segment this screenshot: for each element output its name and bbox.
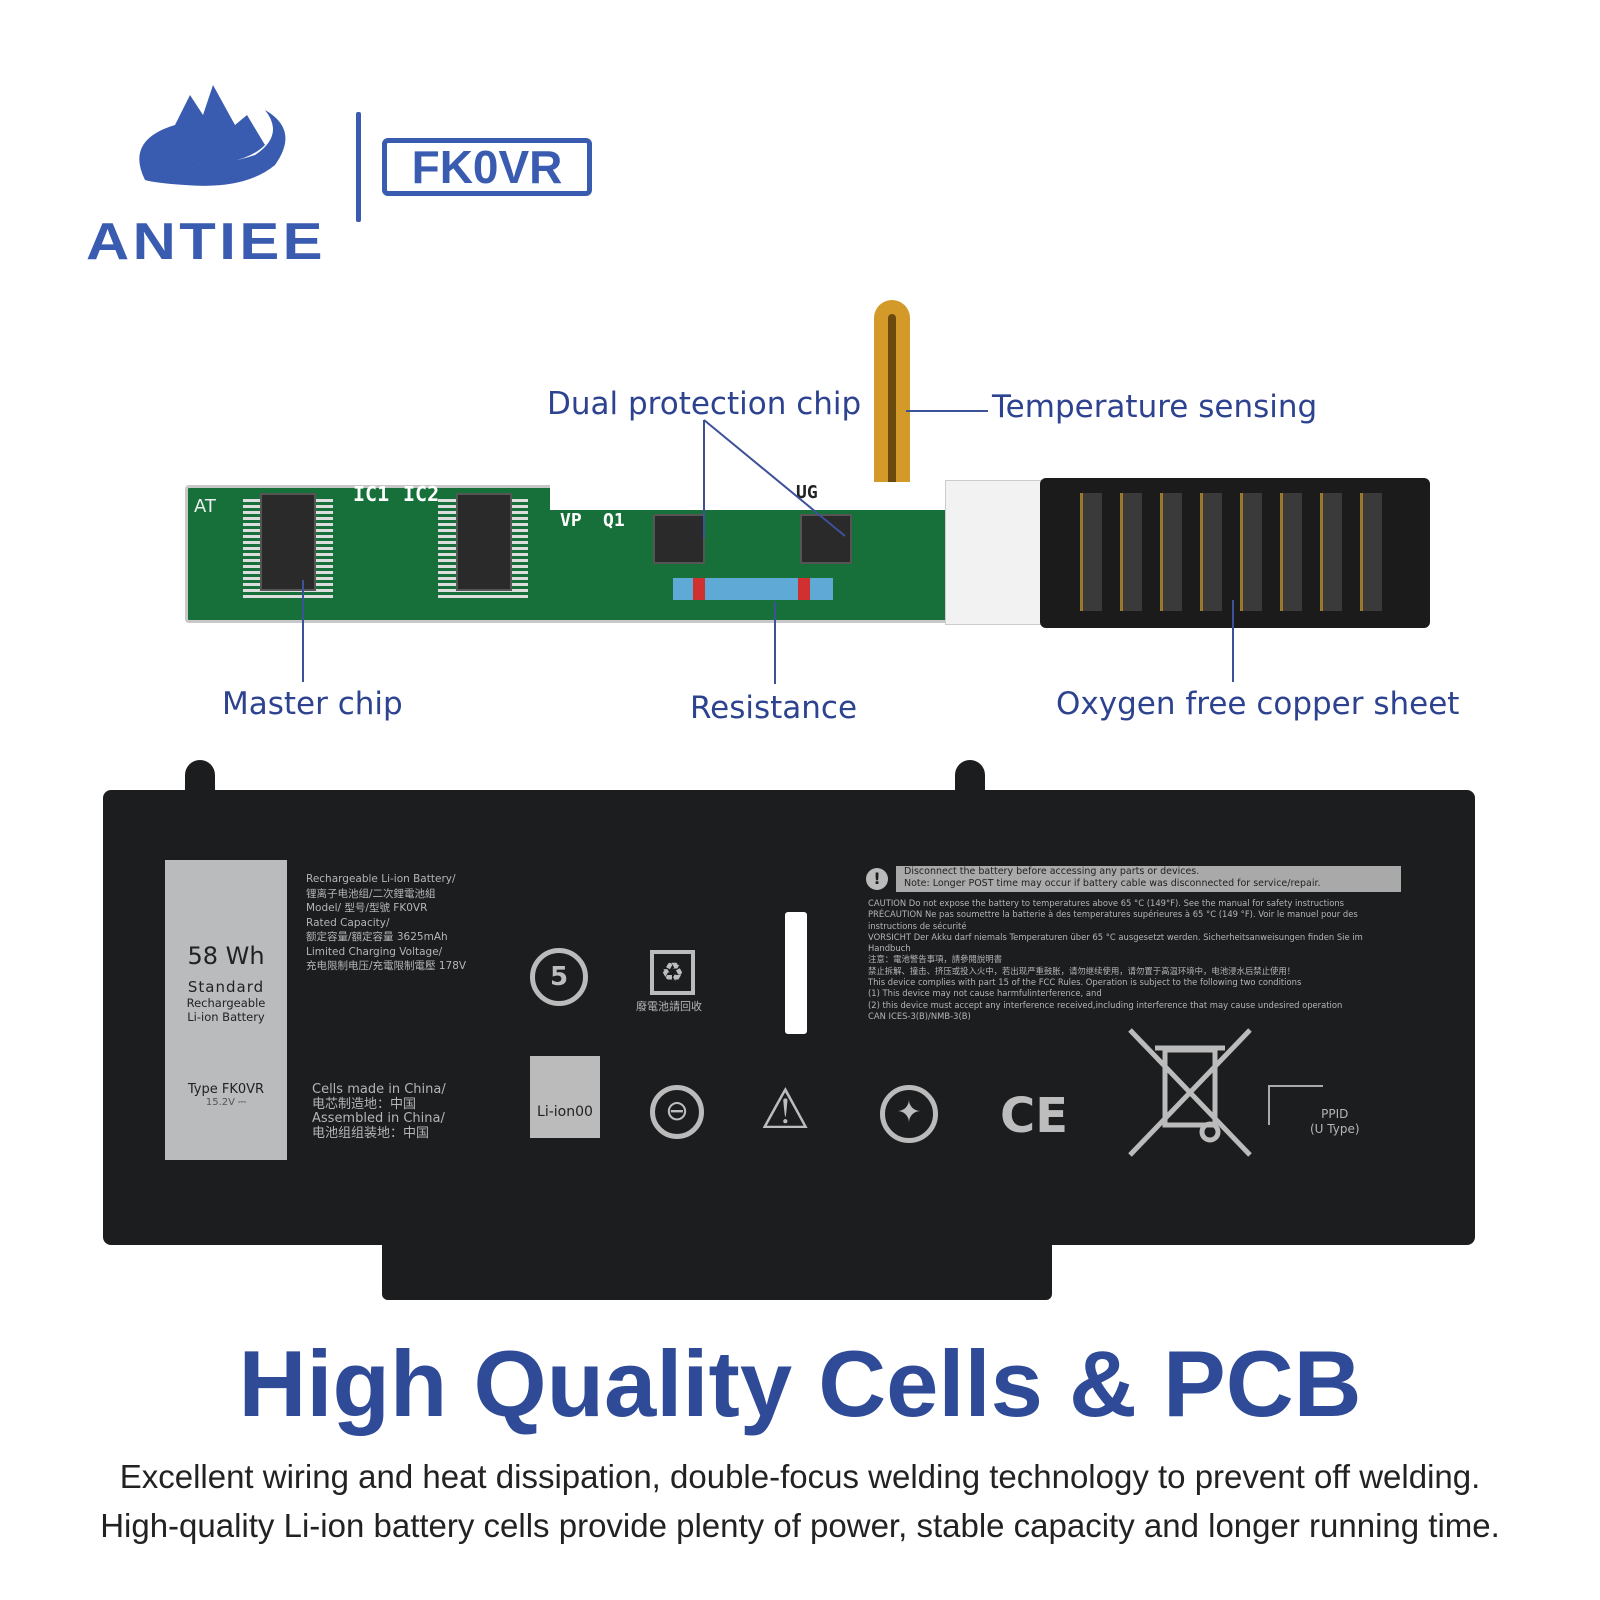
warning-triangle-icon: ⚠ [760,1077,811,1142]
dual-chip-leader-line [703,420,705,538]
no-disassemble-icon: ⊖ [650,1085,704,1139]
protection-chip-1 [653,514,705,564]
battery-center-slot [785,912,807,1034]
description-line-2: High-quality Li-ion battery cells provid… [100,1507,1500,1544]
pcb-label-ic2: IC2 [403,482,440,506]
ce-mark: CE [1000,1088,1069,1144]
pcb-board: AT IC1 IC2 VP Q1 UG [185,482,950,623]
resistance-component [673,578,833,600]
description-line-1: Excellent wiring and heat dissipation, d… [119,1458,1481,1495]
pcb-white-section [945,480,1045,625]
callout-oxygen-free-copper-sheet: Oxygen free copper sheet [1056,686,1460,722]
model-badge: FK0VR [382,138,592,196]
ppid-text: PPID(U Type) [1310,1107,1360,1136]
secondary-ic [456,493,512,591]
mounting-tab [185,760,215,800]
type-text: Type FK0VR [187,1082,265,1097]
brand-name: ANTIEE [86,213,326,271]
spec-text: Rechargeable Li-ion Battery/锂离子电池组/二次鋰電池… [306,873,467,972]
ppid-corner-mark [1268,1085,1323,1125]
copper-connector [1040,478,1430,628]
voltage-text: 15.2V ⎓ [205,1097,247,1108]
capacity-value: 58 Wh [187,942,265,970]
resistance-leader-line [774,602,776,684]
battery-lower-tab [382,1240,1052,1300]
dual-chip-leader-line-2 [703,419,846,537]
temperature-leader-line [906,410,988,412]
temperature-sensor-flex-cable [874,300,910,488]
mounting-tab [955,760,985,800]
standard-text: Standard [187,978,265,996]
copper-leader-line [1232,600,1234,682]
li-ion-text: Li-ion Battery [187,1010,265,1024]
pcb-label-q1: Q1 [603,510,625,531]
weee-bin-icon [1128,1028,1252,1157]
master-chip-leader-line [302,580,304,682]
rechargeable-text: Rechargeable [186,996,266,1010]
callout-temperature-sensing: Temperature sensing [992,389,1318,425]
capacity-label: 58 Wh Standard Rechargeable Li-ion Batte… [165,860,287,1160]
pcb-label-at: AT [194,496,216,517]
certification-icon: ✦ [880,1085,938,1143]
battery-recycle-icon: ♻ [650,950,695,995]
master-chip [260,493,316,591]
callout-dual-protection-chip: Dual protection chip [547,386,862,422]
antiee-logo-icon [139,85,286,186]
pcb-label-ug: UG [796,482,818,503]
disconnect-warning: Disconnect the battery before accessing … [896,866,1401,892]
li-ion-recycle-icon: Li-ion00 [530,1056,600,1138]
logo-divider [356,112,361,222]
callout-master-chip: Master chip [222,686,403,722]
protection-chip-2 [800,514,852,564]
recycle-5-icon: 5 [530,948,588,1006]
exclamation-icon: ! [866,868,888,890]
recycle-chinese-text: 廢電池請回收 [636,1000,702,1013]
pcb-label-ic1: IC1 [353,482,390,506]
headline: High Quality Cells & PCB [238,1331,1362,1436]
caution-text: CAUTION Do not expose the battery to tem… [868,898,1363,1021]
callout-resistance: Resistance [690,690,858,726]
pcb-label-vp: VP [560,510,582,531]
